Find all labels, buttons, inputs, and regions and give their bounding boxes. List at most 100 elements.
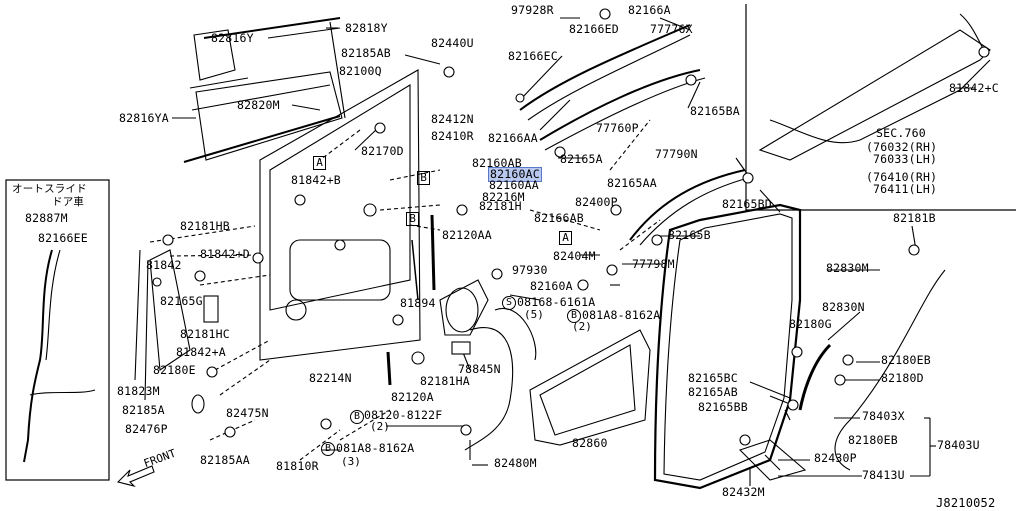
part-label[interactable]: 82170D bbox=[361, 144, 404, 158]
part-label[interactable]: 82820M bbox=[237, 98, 280, 112]
ref-mark-a: A bbox=[313, 156, 326, 170]
part-label[interactable]: 82412N bbox=[431, 112, 474, 126]
part-label[interactable]: 82165BD bbox=[722, 197, 772, 211]
part-label[interactable]: 82440U bbox=[431, 36, 474, 50]
part-label[interactable]: 81810R bbox=[276, 459, 319, 473]
part-label[interactable]: 82185AA bbox=[200, 453, 250, 467]
part-label[interactable]: 82160AA bbox=[489, 178, 539, 192]
quantity-label: (2) bbox=[370, 420, 390, 433]
bolt-mark-b: B bbox=[567, 309, 581, 323]
section-label[interactable]: SEC.760 bbox=[876, 126, 926, 140]
part-label[interactable]: 82180D bbox=[881, 371, 924, 385]
part-label[interactable]: 081A8-8162A bbox=[336, 441, 415, 455]
part-label[interactable]: 82160AB bbox=[472, 156, 522, 170]
part-label[interactable]: 81842+C bbox=[949, 81, 999, 95]
part-label[interactable]: 81842 bbox=[146, 258, 182, 272]
part-label[interactable]: 82166EC bbox=[508, 49, 558, 63]
part-label[interactable]: 81842+B bbox=[291, 173, 341, 187]
ref-mark-a: A bbox=[559, 231, 572, 245]
part-label[interactable]: 82181H bbox=[479, 199, 522, 213]
part-label[interactable]: 78845N bbox=[458, 362, 501, 376]
part-label[interactable]: 81842+A bbox=[176, 345, 226, 359]
part-label[interactable]: 82166AB bbox=[534, 211, 584, 225]
part-label[interactable]: 82816Y bbox=[211, 31, 254, 45]
auto-slide-note-line1: オートスライド bbox=[12, 183, 87, 195]
part-label[interactable]: 82165A bbox=[560, 152, 603, 166]
part-label[interactable]: 82404M bbox=[553, 249, 596, 263]
part-label[interactable]: 78413U bbox=[862, 468, 905, 482]
part-label[interactable]: 08120-8122F bbox=[364, 408, 443, 422]
part-label[interactable]: 82165AA bbox=[607, 176, 657, 190]
part-label[interactable]: 82185AB bbox=[341, 46, 391, 60]
section-part-label: 76033(LH) bbox=[873, 152, 938, 166]
part-label[interactable]: 82165BC bbox=[688, 371, 738, 385]
part-label[interactable]: 82180G bbox=[789, 317, 832, 331]
part-label[interactable]: 82100Q bbox=[339, 64, 382, 78]
part-label[interactable]: 81894 bbox=[400, 296, 436, 310]
part-label[interactable]: 77760P bbox=[596, 121, 639, 135]
part-label[interactable]: 82816YA bbox=[119, 111, 169, 125]
quantity-label: (2) bbox=[572, 320, 592, 333]
part-label[interactable]: 82180EB bbox=[881, 353, 931, 367]
part-label[interactable]: 82181HA bbox=[420, 374, 470, 388]
part-label-highlighted[interactable]: 82160AC bbox=[488, 167, 542, 182]
part-label[interactable]: 82160A bbox=[530, 279, 573, 293]
quantity-label: (5) bbox=[524, 308, 544, 321]
section-part-label: (76410(RH) bbox=[866, 170, 938, 184]
part-label[interactable]: 82181HB bbox=[180, 219, 230, 233]
section-part-label: (76032(RH) bbox=[866, 140, 938, 154]
part-label[interactable]: 82400P bbox=[575, 195, 618, 209]
part-label[interactable]: 77798M bbox=[632, 257, 675, 271]
part-label[interactable]: 82165AB bbox=[688, 385, 738, 399]
part-label[interactable]: 82180E bbox=[153, 363, 196, 377]
part-label[interactable]: 82166AA bbox=[488, 131, 538, 145]
part-label[interactable]: 081A8-8162A bbox=[582, 308, 661, 322]
bolt-mark-b: B bbox=[321, 442, 335, 456]
auto-slide-note-line2: ドア車 bbox=[52, 196, 85, 208]
ref-mark-b: B bbox=[417, 171, 430, 185]
part-label[interactable]: 82480M bbox=[494, 456, 537, 470]
bolt-mark-b: B bbox=[350, 410, 364, 424]
part-label[interactable]: 82410R bbox=[431, 129, 474, 143]
part-label[interactable]: 82120AA bbox=[442, 228, 492, 242]
part-label[interactable]: 77790N bbox=[655, 147, 698, 161]
part-label[interactable]: 82818Y bbox=[345, 21, 388, 35]
part-label[interactable]: 82181B bbox=[893, 211, 936, 225]
section-part-label: 76411(LH) bbox=[873, 182, 938, 196]
quantity-label: (3) bbox=[341, 455, 361, 468]
part-label[interactable]: 08168-6161A bbox=[517, 295, 596, 309]
part-label[interactable]: 82476P bbox=[125, 422, 168, 436]
part-label[interactable]: 82165G bbox=[160, 294, 203, 308]
part-label[interactable]: 82430P bbox=[814, 451, 857, 465]
part-label[interactable]: 82830M bbox=[826, 261, 869, 275]
part-label[interactable]: 82432M bbox=[722, 485, 765, 499]
part-label[interactable]: 82860 bbox=[572, 436, 608, 450]
part-label[interactable]: 82216M bbox=[482, 190, 525, 204]
part-label[interactable]: 82120A bbox=[391, 390, 434, 404]
part-label[interactable]: 78403U bbox=[937, 438, 980, 452]
part-label[interactable]: 97928R bbox=[511, 3, 554, 17]
part-label[interactable]: 82166A bbox=[628, 3, 671, 17]
part-label[interactable]: 82180EB bbox=[848, 433, 898, 447]
part-label[interactable]: 82181HC bbox=[180, 327, 230, 341]
screw-mark-s: S bbox=[502, 296, 516, 310]
part-label[interactable]: 82475N bbox=[226, 406, 269, 420]
part-label[interactable]: 82165B bbox=[668, 228, 711, 242]
part-label[interactable]: 78403X bbox=[862, 409, 905, 423]
part-label[interactable]: 81842+D bbox=[200, 247, 250, 261]
part-label[interactable]: 77776X bbox=[650, 22, 693, 36]
part-label[interactable]: 82887M bbox=[25, 211, 68, 225]
part-label[interactable]: 82165BA bbox=[690, 104, 740, 118]
part-label[interactable]: 82185A bbox=[122, 403, 165, 417]
part-label[interactable]: 82166ED bbox=[569, 22, 619, 36]
ref-mark-b: B bbox=[406, 212, 419, 226]
part-label[interactable]: 82214N bbox=[309, 371, 352, 385]
part-label[interactable]: 82165BB bbox=[698, 400, 748, 414]
part-label[interactable]: 82166EE bbox=[38, 231, 88, 245]
part-label[interactable]: 97930 bbox=[512, 263, 548, 277]
diagram-id: J8210052 bbox=[936, 496, 996, 510]
part-label[interactable]: 81823M bbox=[117, 384, 160, 398]
part-label[interactable]: 82830N bbox=[822, 300, 865, 314]
